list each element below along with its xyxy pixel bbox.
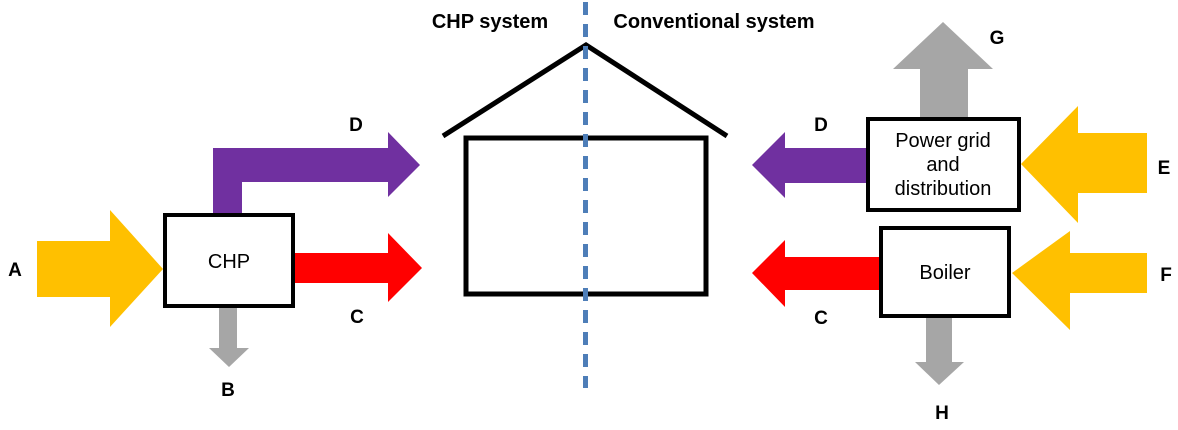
chp-unit-label: CHP xyxy=(208,251,250,273)
arrow-c-heat-from-boiler xyxy=(752,240,879,307)
power-grid-label-line1: Power grid xyxy=(895,130,991,152)
power-grid-box xyxy=(866,117,1021,212)
label-e: E xyxy=(1158,158,1171,179)
arrow-e-fuel-into-grid xyxy=(1021,106,1147,223)
arrow-g-loss-from-grid xyxy=(893,22,993,117)
label-d-left: D xyxy=(349,115,363,136)
label-c-left: C xyxy=(350,307,364,328)
chp-unit-box xyxy=(163,213,295,308)
label-f: F xyxy=(1160,265,1172,286)
left-system-title: CHP system xyxy=(432,11,548,33)
label-g: G xyxy=(990,28,1005,49)
right-system-title: Conventional system xyxy=(613,11,814,33)
arrow-a-fuel-into-chp xyxy=(37,210,163,327)
power-grid-label-line2: and xyxy=(926,154,959,176)
power-grid-label-line3: distribution xyxy=(895,178,992,200)
boiler-label: Boiler xyxy=(919,262,970,284)
label-a: A xyxy=(8,260,22,281)
arrow-d-electricity-from-grid xyxy=(752,132,866,198)
label-d-right: D xyxy=(814,115,828,136)
label-c-right: C xyxy=(814,308,828,329)
arrow-f-fuel-into-boiler xyxy=(1012,231,1147,330)
arrow-h-loss-from-boiler xyxy=(915,318,964,385)
arrow-d-electricity-from-chp xyxy=(213,132,420,213)
label-h: H xyxy=(935,403,949,424)
arrow-c-heat-from-chp xyxy=(295,233,422,302)
arrow-b-loss-from-chp xyxy=(209,308,249,367)
label-b: B xyxy=(221,380,235,401)
boiler-box xyxy=(879,226,1011,318)
